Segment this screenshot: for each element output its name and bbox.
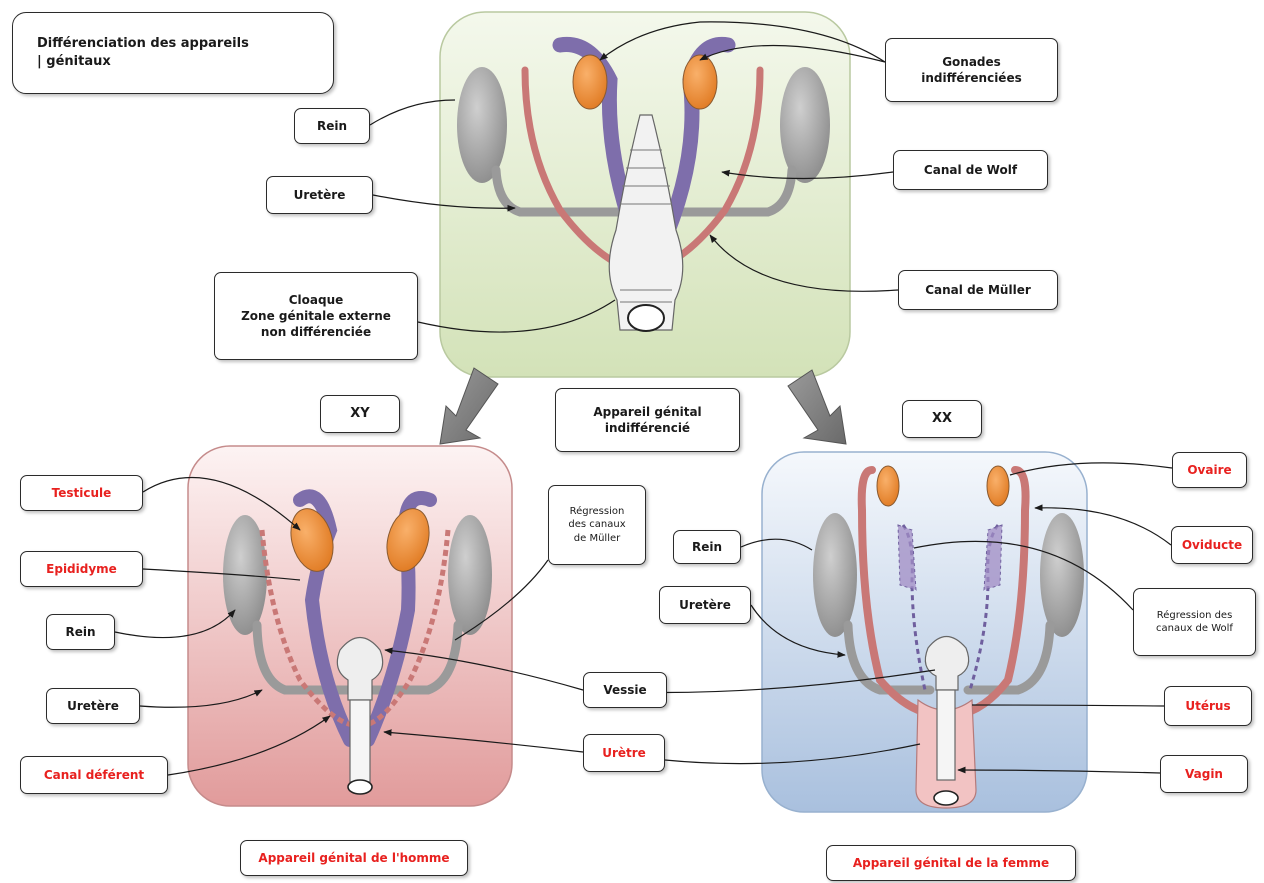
arrow-to-male bbox=[440, 368, 498, 444]
vagina-opening bbox=[934, 791, 958, 805]
label-testicule: Testicule bbox=[20, 475, 143, 511]
label-vessie: Vessie bbox=[583, 672, 667, 708]
title-text: Différenciation des appareils | génitaux bbox=[37, 35, 249, 70]
gonad-left-top bbox=[573, 55, 607, 109]
right-kidney-female bbox=[1040, 513, 1084, 637]
label-vagin: Vagin bbox=[1160, 755, 1248, 793]
left-kidney-female bbox=[813, 513, 857, 637]
urethra-male bbox=[350, 700, 370, 782]
urethra-female bbox=[937, 690, 955, 780]
label-regression-muller: Régression des canaux de Müller bbox=[548, 485, 646, 565]
label-xy: XY bbox=[320, 395, 400, 433]
label-canal-muller: Canal de Müller bbox=[898, 270, 1058, 310]
female-panel bbox=[762, 452, 1087, 812]
caption-male: Appareil génital de l'homme bbox=[240, 840, 468, 876]
gonad-right-top bbox=[683, 55, 717, 109]
right-kidney-male bbox=[448, 515, 492, 635]
label-indifferencie: Appareil génital indifférencié bbox=[555, 388, 740, 452]
label-uterus: Utérus bbox=[1164, 686, 1252, 726]
male-panel bbox=[188, 446, 512, 806]
label-uretere-female: Uretère bbox=[659, 586, 751, 624]
label-uretre: Urètre bbox=[583, 734, 665, 772]
label-uretere-top: Uretère bbox=[266, 176, 373, 214]
cloaca-opening bbox=[628, 305, 664, 331]
title-box: Différenciation des appareils | génitaux bbox=[12, 12, 334, 94]
label-gonades: Gonades indifférenciées bbox=[885, 38, 1058, 102]
urethra-opening-male bbox=[348, 780, 372, 794]
label-canal-deferent: Canal déférent bbox=[20, 756, 168, 794]
left-kidney-top bbox=[457, 67, 507, 183]
label-uretere-male: Uretère bbox=[46, 688, 140, 724]
label-rein-male: Rein bbox=[46, 614, 115, 650]
right-kidney-top bbox=[780, 67, 830, 183]
ovary-left bbox=[877, 466, 899, 506]
ovary-right bbox=[987, 466, 1009, 506]
label-rein-female: Rein bbox=[673, 530, 741, 564]
indifferent-panel bbox=[440, 12, 850, 377]
label-xx: XX bbox=[902, 400, 982, 438]
label-ovaire: Ovaire bbox=[1172, 452, 1247, 488]
label-cloaque: Cloaque Zone génitale externe non différ… bbox=[214, 272, 418, 360]
label-regression-wolf: Régression des canaux de Wolf bbox=[1133, 588, 1256, 656]
arrow-to-female bbox=[788, 370, 846, 444]
caption-female: Appareil génital de la femme bbox=[826, 845, 1076, 881]
label-epididyme: Epididyme bbox=[20, 551, 143, 587]
label-rein-top: Rein bbox=[294, 108, 370, 144]
label-canal-wolf: Canal de Wolf bbox=[893, 150, 1048, 190]
label-oviducte: Oviducte bbox=[1171, 526, 1253, 564]
